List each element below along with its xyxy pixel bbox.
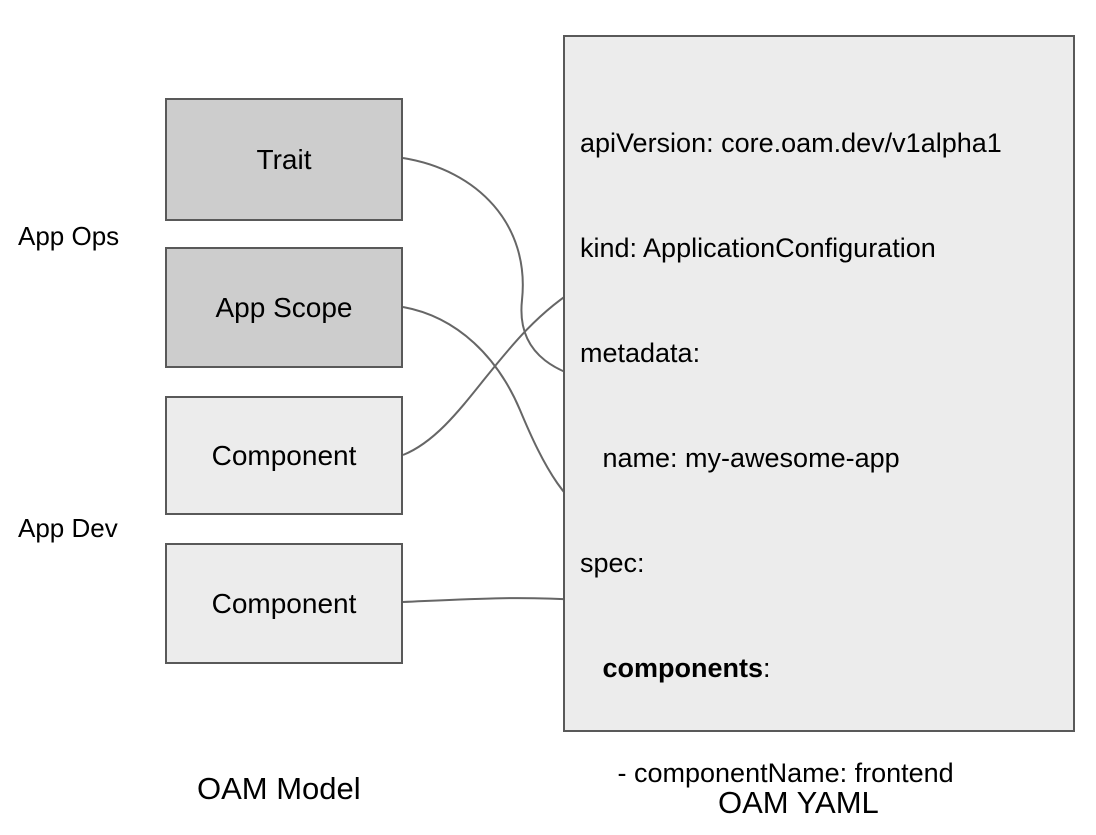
yaml-line: - componentName: frontend — [580, 758, 954, 788]
yaml-line: name: my-awesome-app — [580, 443, 900, 473]
app-dev-label: App Dev — [18, 513, 118, 543]
app-scope-box: App Scope — [165, 247, 403, 368]
component-box-1: Component — [165, 396, 403, 515]
component-box-1-label: Component — [211, 439, 357, 471]
yaml-line: apiVersion: core.oam.dev/v1alpha1 — [580, 128, 1002, 158]
app-scope-box-label: App Scope — [215, 291, 353, 323]
component-box-2: Component — [165, 543, 403, 664]
yaml-line: metadata: — [580, 338, 701, 368]
yaml-line: kind: ApplicationConfiguration — [580, 233, 936, 263]
component-box-2-label: Component — [211, 587, 357, 619]
connector-component2-to-backend — [402, 592, 587, 607]
oam-model-caption: OAM Model — [197, 771, 361, 806]
trait-box-label: Trait — [256, 143, 312, 175]
connector-component1-to-frontend — [402, 283, 585, 456]
yaml-line: spec: — [580, 548, 645, 578]
oam-yaml-panel: apiVersion: core.oam.dev/v1alpha1 kind: … — [563, 35, 1075, 788]
oam-yaml-caption: OAM YAML — [718, 785, 879, 820]
yaml-line: components: — [602, 653, 771, 683]
trait-box: Trait — [165, 98, 403, 221]
app-ops-label: App Ops — [18, 221, 120, 251]
